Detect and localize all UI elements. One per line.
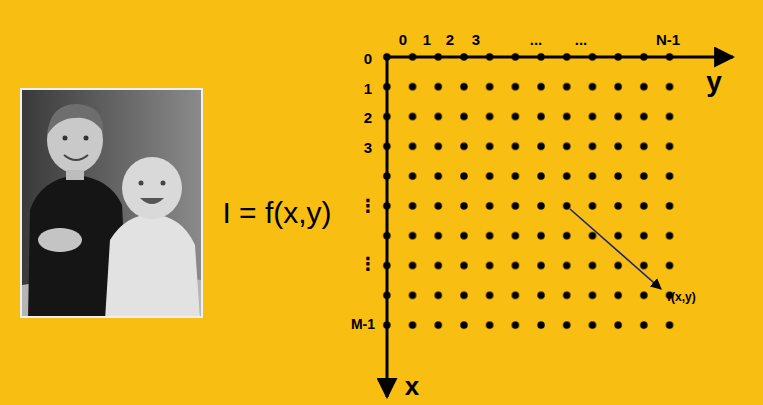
baby-head	[122, 157, 182, 219]
row-index: M-1	[351, 317, 375, 331]
column-ellipsis: ...	[530, 32, 543, 47]
row-ellipsis: ⋮	[359, 255, 377, 273]
row-index: 2	[364, 110, 372, 125]
photo	[20, 88, 203, 320]
row-index: 3	[364, 140, 372, 155]
column-index: N-1	[656, 32, 680, 47]
y-axis	[385, 56, 733, 59]
column-index: 1	[423, 32, 431, 47]
column-index: 0	[399, 32, 407, 47]
y-axis-label: y	[706, 68, 722, 96]
pixel-value-label: f(x,y)	[667, 291, 696, 303]
row-index: 0	[364, 51, 372, 66]
column-index: 3	[472, 32, 480, 47]
leader-arrow	[570, 209, 661, 289]
pixel-grid	[374, 42, 682, 340]
formula: I = f(x,y)	[222, 198, 331, 228]
row-index: 1	[364, 81, 372, 96]
x-axis	[386, 55, 389, 397]
boy-hand	[38, 228, 82, 252]
column-index: 2	[446, 32, 454, 47]
boy-hair	[47, 104, 103, 135]
row-ellipsis: ⋮	[359, 197, 377, 215]
column-ellipsis: ...	[575, 32, 588, 47]
baby-shirt	[105, 214, 200, 316]
x-axis-label: x	[405, 373, 419, 399]
